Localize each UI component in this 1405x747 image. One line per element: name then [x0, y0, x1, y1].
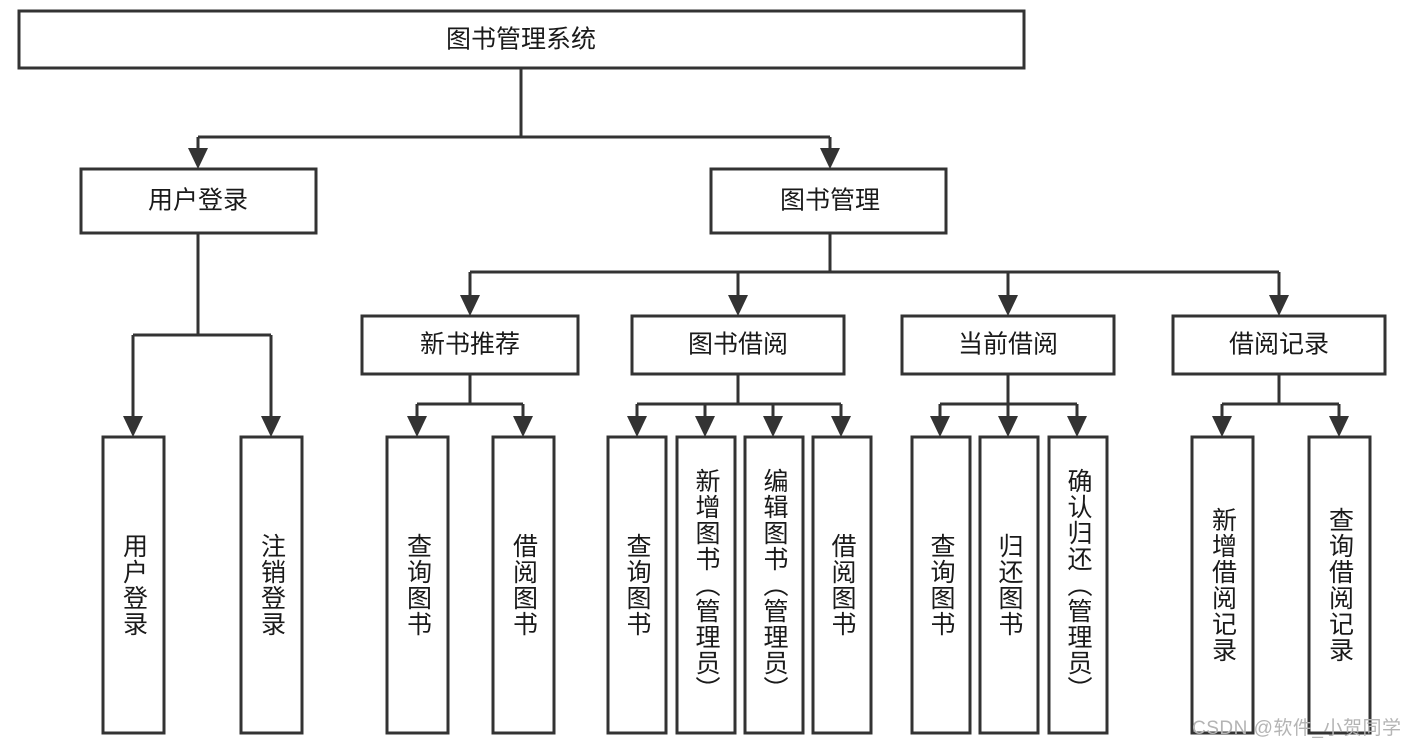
connector-group-root: [188, 68, 840, 169]
node-box-borrow-record[interactable]: [1171, 314, 1387, 376]
node-box-book-manage[interactable]: [709, 167, 948, 235]
node-label-borrow-record: 借阅记录: [1229, 331, 1329, 359]
arrow-head-leaf-edit-book: [763, 416, 783, 437]
arrow-head-book-borrow: [728, 295, 748, 316]
connector-group-user-login: [123, 233, 281, 437]
node-box-leaf-borrow-book-2[interactable]: [811, 435, 873, 735]
arrow-head-leaf-borrow-book-2: [831, 416, 851, 437]
arrow-head-leaf-add-book: [695, 416, 715, 437]
node-box-current-borrow[interactable]: [900, 314, 1116, 376]
arrow-head-leaf-user-logout: [261, 416, 281, 437]
node-label-book-borrow: 图书借阅: [688, 331, 788, 359]
arrow-head-leaf-borrow-book-1: [513, 416, 533, 437]
arrow-head-user-login: [188, 148, 208, 169]
node-box-root[interactable]: [17, 9, 1026, 70]
node-box-user-login[interactable]: [79, 167, 318, 235]
arrow-head-leaf-query-record: [1329, 416, 1349, 437]
arrow-head-leaf-return-book: [998, 416, 1018, 437]
arrow-head-leaf-query-book-2: [627, 416, 647, 437]
node-box-leaf-add-record[interactable]: [1190, 435, 1255, 735]
node-box-leaf-query-book-3[interactable]: [910, 435, 972, 735]
arrow-head-leaf-user-login: [123, 416, 143, 437]
node-label-user-login: 用户登录: [148, 187, 248, 215]
node-box-leaf-return-book[interactable]: [978, 435, 1040, 735]
connector-group-borrow-record: [1212, 374, 1349, 437]
node-box-leaf-user-login[interactable]: [101, 435, 166, 735]
node-box-leaf-add-book[interactable]: [675, 435, 737, 735]
node-box-leaf-query-book-1[interactable]: [385, 435, 450, 735]
node-box-leaf-query-record[interactable]: [1307, 435, 1372, 735]
node-box-book-borrow[interactable]: [630, 314, 846, 376]
arrow-head-current-borrow: [998, 295, 1018, 316]
node-box-leaf-query-book-2[interactable]: [606, 435, 668, 735]
arrow-head-new-book-recommend: [460, 295, 480, 316]
node-box-leaf-edit-book[interactable]: [743, 435, 805, 735]
arrow-head-leaf-add-record: [1212, 416, 1232, 437]
node-box-new-book-recommend[interactable]: [360, 314, 580, 376]
connector-group-book-manage: [460, 233, 1289, 316]
connector-group-new-book-recommend: [407, 374, 533, 437]
node-label-current-borrow: 当前借阅: [958, 331, 1058, 359]
arrow-head-leaf-confirm-return: [1067, 416, 1087, 437]
node-box-leaf-user-logout[interactable]: [239, 435, 304, 735]
arrow-head-leaf-query-book-1: [407, 416, 427, 437]
connector-group-book-borrow: [627, 374, 851, 437]
connector-group-current-borrow: [930, 374, 1087, 437]
arrow-head-book-manage: [820, 148, 840, 169]
node-label-new-book-recommend: 新书推荐: [420, 331, 520, 359]
node-box-leaf-borrow-book-1[interactable]: [491, 435, 556, 735]
node-label-root: 图书管理系统: [446, 26, 596, 54]
arrow-head-leaf-query-book-3: [930, 416, 950, 437]
watermark-text: CSDN @软件_小贺同学: [1192, 718, 1402, 739]
node-label-book-manage: 图书管理: [780, 187, 880, 215]
node-box-leaf-confirm-return[interactable]: [1047, 435, 1109, 735]
arrow-head-borrow-record: [1269, 295, 1289, 316]
